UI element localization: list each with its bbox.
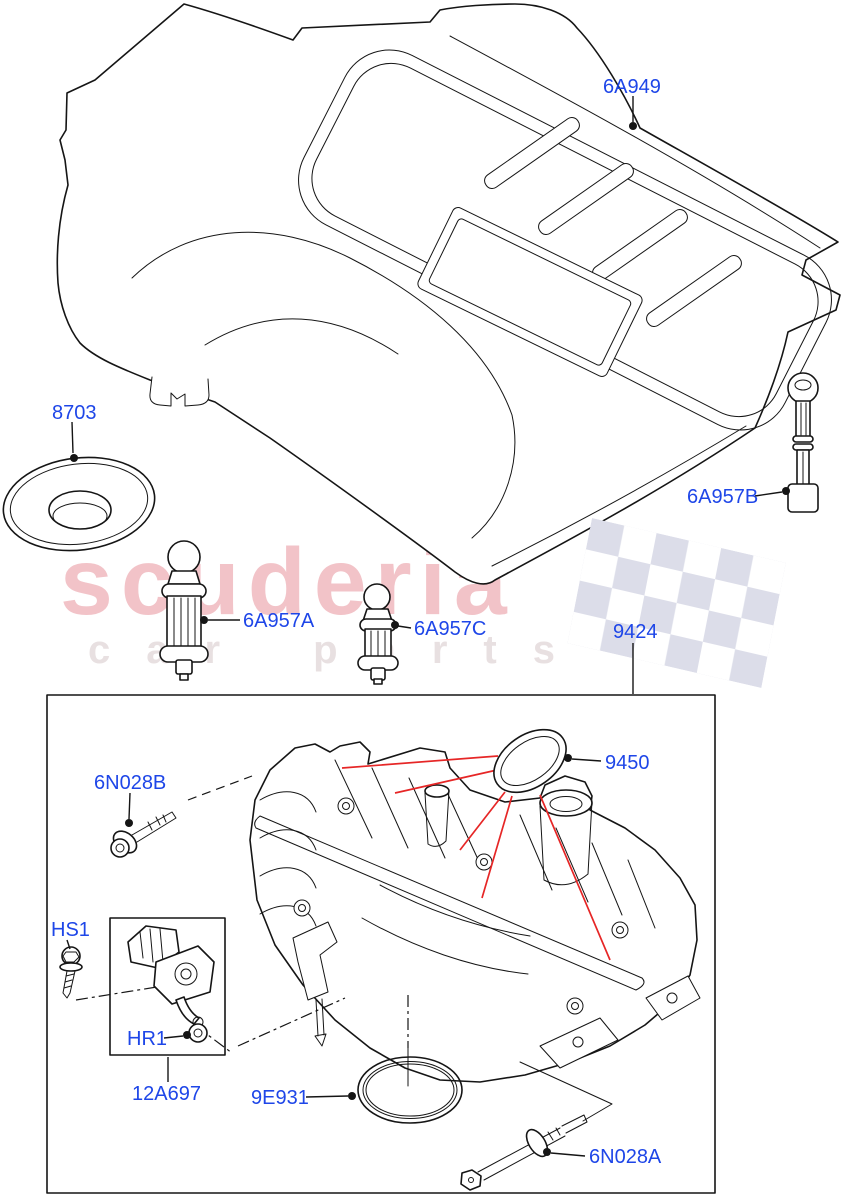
part-label-engine-cover[interactable]: 6A949 bbox=[603, 76, 661, 98]
engine-cover-drawing bbox=[56, 3, 841, 585]
cover-vent-slots bbox=[484, 116, 742, 328]
part-label-screw[interactable]: HS1 bbox=[51, 919, 90, 941]
part-label-manifold-gasket[interactable]: 9450 bbox=[605, 752, 650, 774]
sensor-kit-box bbox=[109, 917, 226, 1056]
bolt-upper-drawing bbox=[110, 775, 253, 858]
throttle-axis-line bbox=[237, 997, 346, 1047]
manifold-assembly-box bbox=[46, 694, 716, 1194]
part-label-stud-front[interactable]: 6A957A bbox=[243, 610, 315, 632]
map-sensor-drawing bbox=[127, 925, 233, 1054]
part-label-stud-rear[interactable]: 6A957B bbox=[687, 486, 758, 508]
insulator-drawing bbox=[2, 456, 156, 552]
part-label-insulator[interactable]: 8703 bbox=[52, 402, 97, 424]
throttle-oring-drawing bbox=[357, 995, 463, 1124]
part-label-ring[interactable]: HR1 bbox=[127, 1028, 167, 1050]
part-label-stud-center[interactable]: 6A957C bbox=[414, 618, 486, 640]
ring-drawing bbox=[188, 1023, 208, 1043]
intake-manifold-drawing bbox=[249, 741, 701, 1083]
bolt-lower-drawing bbox=[460, 1061, 613, 1191]
part-label-throttle-oring[interactable]: 9E931 bbox=[251, 1087, 309, 1109]
part-label-manifold-assembly[interactable]: 9424 bbox=[613, 621, 658, 643]
gasket-leader-lines bbox=[341, 755, 611, 961]
part-label-bolt-lower[interactable]: 6N028A bbox=[589, 1146, 662, 1168]
part-label-map-sensor[interactable]: 12A697 bbox=[132, 1083, 201, 1105]
stud-rear-drawing bbox=[787, 372, 819, 513]
stud-center-drawing bbox=[357, 583, 399, 685]
watermark-flag bbox=[567, 518, 786, 689]
stud-front-drawing bbox=[159, 540, 209, 681]
cover-badge-recess bbox=[417, 207, 643, 377]
manifold-gasket-drawing bbox=[493, 728, 567, 794]
screw-drawing bbox=[59, 946, 164, 1001]
callouts: 6A949 8703 6A957A 6A957C 6A957B 9424 945… bbox=[51, 76, 790, 1168]
part-label-bolt-upper[interactable]: 6N028B bbox=[94, 772, 166, 794]
